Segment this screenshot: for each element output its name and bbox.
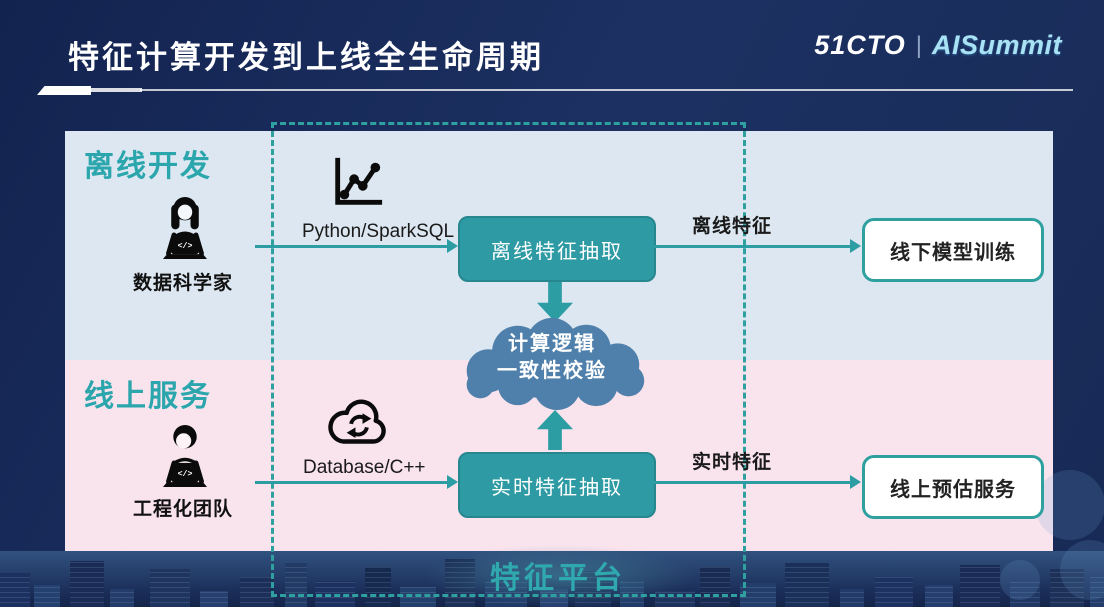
logo-divider: | <box>915 31 922 59</box>
offline-actor-label: 数据科学家 <box>132 273 233 294</box>
cloud-sync-icon <box>328 399 386 444</box>
platform-label: 特征平台 <box>490 562 626 595</box>
title-underline-mid <box>90 88 142 92</box>
cloud-shape <box>466 317 645 411</box>
online-serving-box: 线上预估服务 <box>862 455 1044 519</box>
engineer-avatar-icon: </> <box>162 425 208 487</box>
line-chart-icon <box>335 157 383 205</box>
offline-training-box: 线下模型训练 <box>862 218 1044 282</box>
page-title: 特征计算开发到上线全生命周期 <box>68 40 544 75</box>
offline-lane-label: 离线开发 <box>84 150 212 183</box>
validation-line-2: 一致性校验 <box>497 360 607 382</box>
code-glyph: </> <box>178 241 193 251</box>
bokeh-circle <box>1060 540 1104 600</box>
offline-output-arrow <box>652 239 861 253</box>
feature-platform-boundary <box>271 122 746 597</box>
offline-feature-label: 离线特征 <box>692 216 773 237</box>
offline-input-arrow <box>255 239 458 253</box>
online-lane-label: 线上服务 <box>84 380 212 413</box>
logo-aisummit: AISummit <box>931 30 1062 60</box>
event-logo: 51CTO | AISummit <box>814 30 1062 61</box>
online-tool-label: Database/C++ <box>303 457 426 478</box>
code-glyph: </> <box>178 469 193 479</box>
validation-cloud-text: 计算逻辑 一致性校验 <box>462 331 642 385</box>
title-underline-thin <box>140 89 1073 91</box>
offline-tool-label: Python/SparkSQL <box>302 221 455 242</box>
validation-cloud <box>449 313 655 413</box>
title-underline-thick <box>37 86 91 95</box>
online-actor-label: 工程化团队 <box>132 499 233 520</box>
online-feature-label: 实时特征 <box>692 452 773 473</box>
offline-extraction-box: 离线特征抽取 <box>458 216 656 282</box>
data-scientist-avatar-icon: </> <box>162 197 208 259</box>
online-output-arrow <box>652 475 861 489</box>
up-arrow <box>537 410 573 450</box>
logo-51cto: 51CTO <box>814 30 906 60</box>
online-input-arrow <box>255 475 458 489</box>
validation-line-1: 计算逻辑 <box>508 333 596 355</box>
bokeh-circle <box>1035 470 1104 540</box>
online-extraction-box: 实时特征抽取 <box>458 452 656 518</box>
bokeh-circle <box>1000 560 1040 600</box>
